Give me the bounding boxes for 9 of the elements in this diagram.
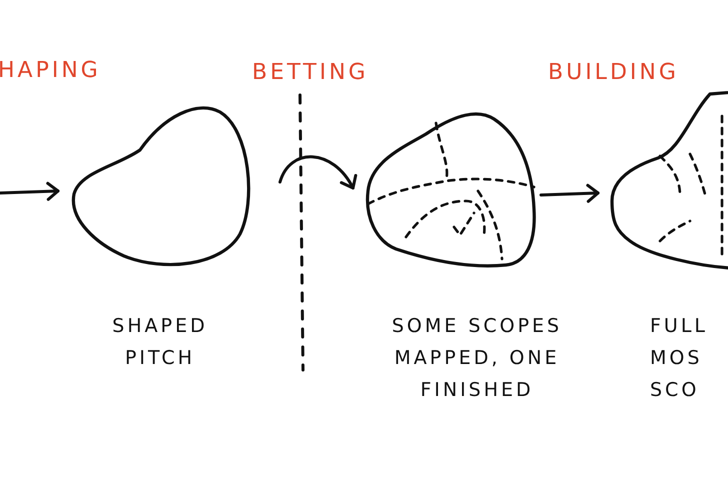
stage-caption: SHAPED PITCH	[111, 314, 209, 371]
arrow	[278, 155, 356, 190]
arrow	[0, 182, 60, 201]
phase-heading: BETTING	[252, 60, 368, 85]
phase-heading: BUILDING	[548, 60, 679, 85]
phase-heading: HAPING	[0, 58, 101, 83]
stage-caption: SOME SCOPES MAPPED, ONE FINISHED	[390, 314, 564, 403]
arrow	[540, 184, 600, 203]
stage-caption: FULL MOS SCO	[650, 314, 710, 403]
